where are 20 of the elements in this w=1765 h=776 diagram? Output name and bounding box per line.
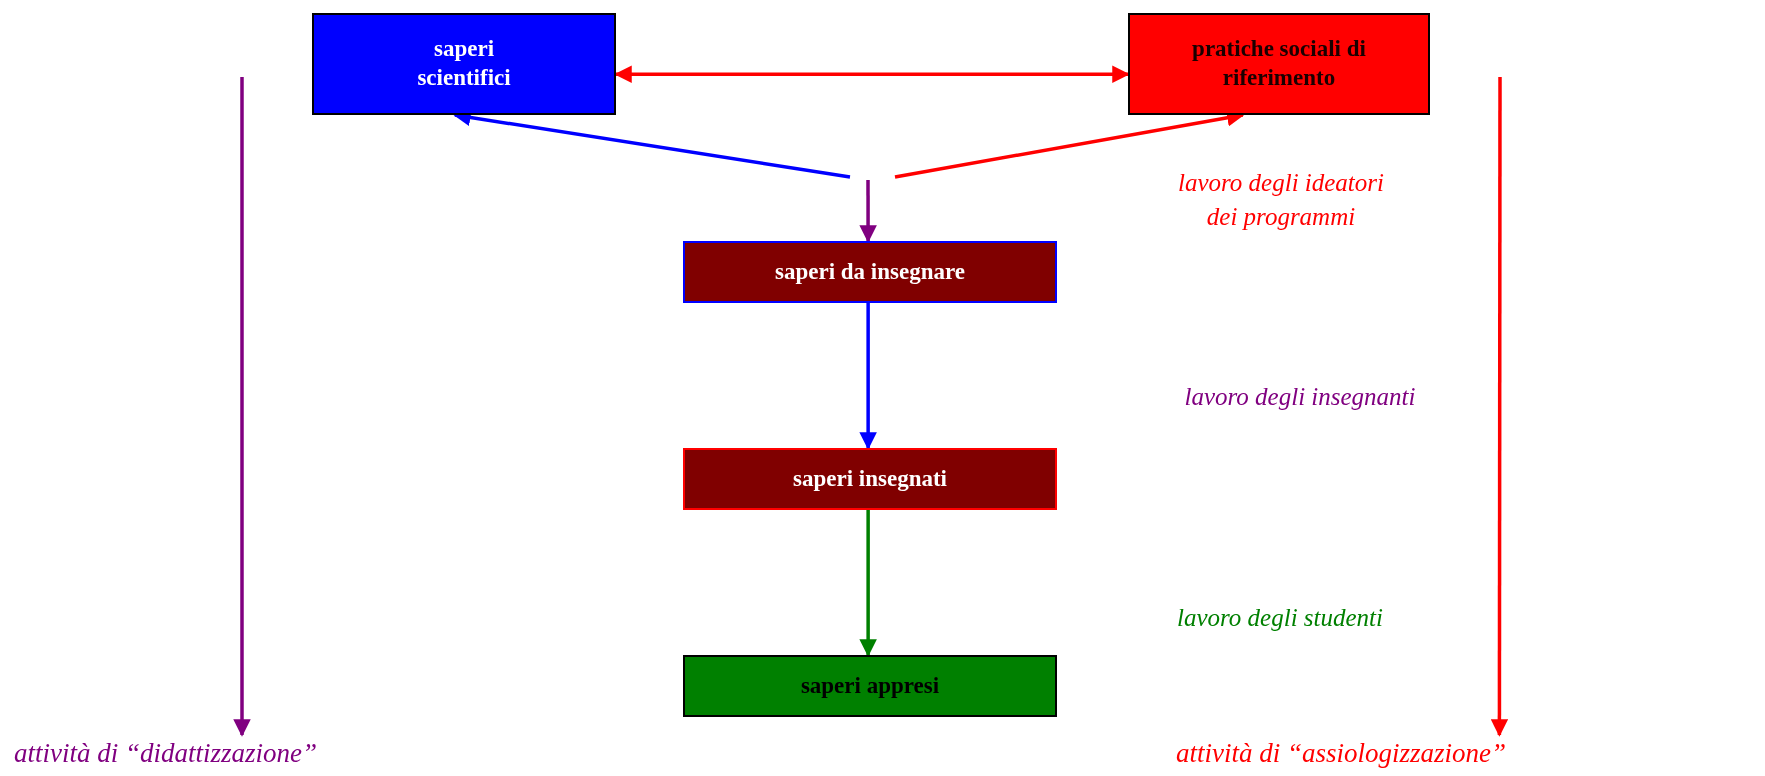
- caption-text: attività di “didattizzazione”: [14, 737, 318, 770]
- arrow: [1490, 77, 1509, 737]
- process-box: [683, 448, 1057, 510]
- box-label: saperi da insegnare: [775, 257, 965, 286]
- process-box: [683, 241, 1057, 303]
- process-box: [312, 13, 616, 115]
- box-label: saperi scientifici: [416, 35, 512, 92]
- annotation-text: lavoro degli insegnanti: [1183, 382, 1417, 412]
- box-label: saperi insegnati: [793, 464, 947, 493]
- caption-text: attività di “assiologizzazione”: [1176, 737, 1507, 770]
- annotation-text: lavoro degli ideatori dei programmi: [1177, 168, 1385, 232]
- arrow: [859, 180, 877, 243]
- process-box: [1128, 13, 1430, 115]
- annotation-text: lavoro degli studenti: [1176, 603, 1384, 633]
- box-label: pratiche sociali di riferimento: [1191, 35, 1367, 92]
- box-label: saperi appresi: [800, 671, 940, 700]
- arrow: [859, 510, 877, 657]
- process-box: [683, 655, 1057, 717]
- arrow: [233, 77, 251, 737]
- arrow: [859, 303, 877, 450]
